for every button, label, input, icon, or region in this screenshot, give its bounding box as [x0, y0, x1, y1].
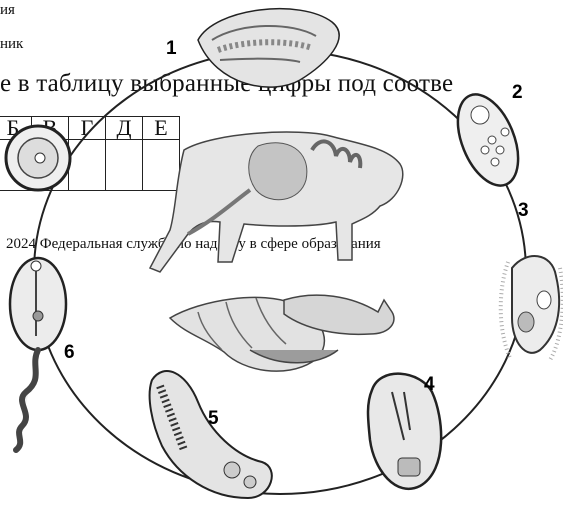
stage-label-3: 3 — [518, 200, 529, 221]
snail-illustration — [170, 295, 394, 371]
stage-label-2: 2 — [512, 82, 523, 103]
miracidium-illustration — [501, 256, 563, 360]
adult-fluke-illustration — [198, 9, 339, 87]
cow-illustration — [150, 132, 403, 272]
cyst-illustration — [6, 126, 70, 190]
stage-label-5: 5 — [208, 408, 219, 429]
stage-label-1: 1 — [166, 38, 177, 59]
stage-label-6: 6 — [64, 342, 75, 363]
redia-illustration — [150, 371, 272, 498]
cercaria-illustration — [10, 258, 66, 450]
stage-label-4: 4 — [424, 374, 435, 395]
cycle-ring — [34, 50, 526, 494]
